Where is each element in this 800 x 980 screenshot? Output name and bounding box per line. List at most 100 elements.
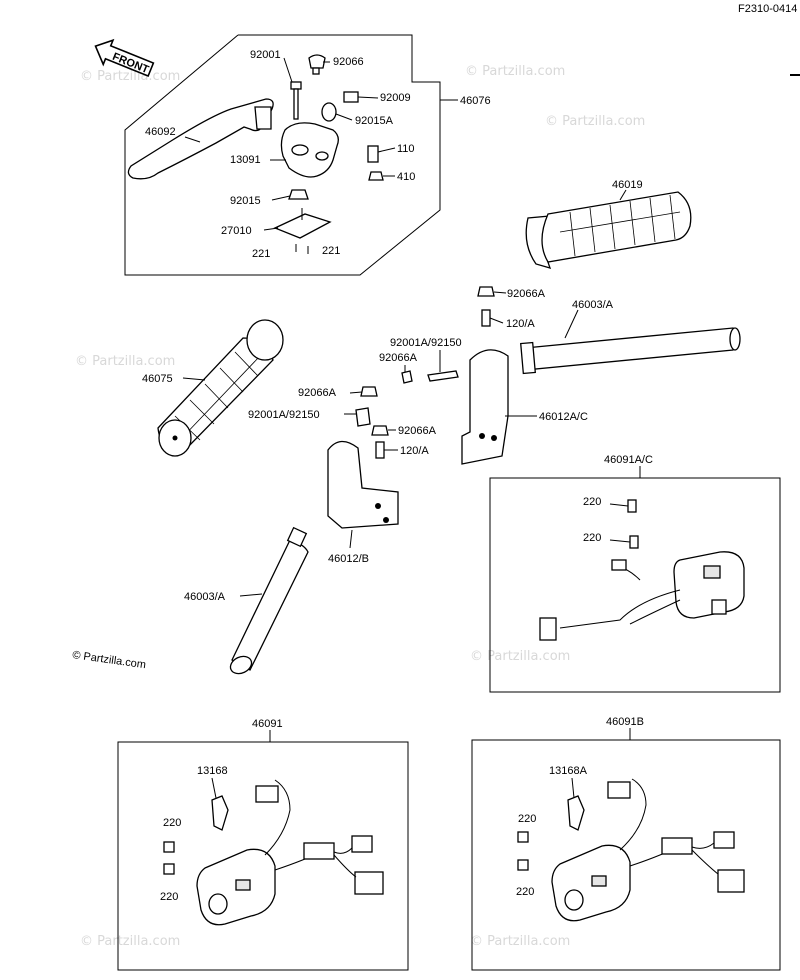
callout-92066a: 92066A: [298, 387, 337, 399]
connector-sleeve: [661, 837, 693, 855]
callout-92001: 92001: [250, 49, 281, 61]
figure-code: F2310-0414: [738, 3, 797, 15]
callout-46075: 46075: [142, 373, 173, 385]
connector: [354, 871, 384, 895]
holder-body: [327, 440, 399, 529]
left-handlebar: 46003/A: [184, 526, 309, 675]
grip-body: [541, 191, 692, 263]
switch-button: [235, 879, 251, 891]
lever-holder: [280, 122, 339, 178]
holder-hole: [315, 151, 329, 161]
left-grip: 46075: [142, 319, 284, 457]
callout-221: 221: [322, 245, 340, 257]
callout-46003a: 46003/A: [572, 299, 614, 311]
switch-wire: [559, 589, 681, 629]
leader-line: [271, 195, 291, 201]
callout-92066a: 92066A: [507, 288, 546, 300]
washer: [321, 102, 337, 122]
throttle-grip: 46019: [525, 179, 692, 269]
callout-92015a: 92015A: [355, 115, 394, 127]
switch-group-box: [117, 741, 409, 971]
screw-220: [627, 499, 637, 513]
leader-line: [211, 777, 217, 799]
holder-hole: [479, 433, 485, 439]
watermarks: © Partzilla.com © Partzilla.com © Partzi…: [75, 64, 645, 949]
callout-13168: 13168: [197, 765, 228, 777]
bolt-head: [290, 81, 302, 90]
callout-92066a: 92066A: [398, 425, 437, 437]
adjuster-bolt: [343, 91, 359, 103]
holder-hole: [375, 503, 381, 509]
connector: [255, 785, 279, 803]
callout-46012ac: 46012A/C: [539, 411, 588, 423]
bolt-shank: [293, 88, 299, 120]
leader-line: [564, 309, 579, 339]
callout-13091: 13091: [230, 154, 261, 166]
tube-end: [229, 655, 253, 675]
connector: [717, 869, 745, 893]
switch-housing: [551, 844, 631, 922]
switch-housing: [673, 551, 745, 619]
screw-220: [629, 535, 639, 549]
stop-switch: [273, 213, 332, 239]
callout-120a: 120/A: [400, 445, 429, 457]
holder-hole: [383, 517, 389, 523]
switch-group-box: [489, 477, 781, 693]
switch-button: [591, 875, 607, 887]
leader-line: [239, 593, 263, 597]
callout-220: 220: [516, 886, 534, 898]
callout-220: 220: [583, 532, 601, 544]
connector: [539, 617, 557, 641]
handlebar-tube: [524, 327, 737, 371]
callout-110: 110: [397, 143, 415, 155]
switch-wire: [691, 849, 719, 875]
leader-line: [489, 317, 504, 324]
leader-line: [349, 529, 353, 549]
switch-46091b-group: 46091B 13168A 220 220: [471, 716, 781, 971]
callout-46019: 46019: [612, 179, 643, 191]
bolt-120a: [481, 309, 491, 327]
callout-220: 220: [518, 813, 536, 825]
watermark: © Partzilla.com: [75, 354, 175, 369]
bolt-92001a: [427, 370, 459, 382]
watermark: © Partzilla.com: [470, 649, 570, 664]
handlebar-tube: [231, 539, 309, 671]
switch-wire: [629, 599, 681, 625]
switch-wire: [264, 779, 291, 856]
screw-220: [517, 859, 529, 871]
grip-end-hole: [172, 435, 178, 441]
switch-button: [703, 565, 721, 579]
callout-92001a-92150: 92001A/92150: [390, 337, 462, 349]
leader-line: [357, 96, 379, 99]
bracket-13168a: [567, 795, 585, 831]
callout-46091ac: 46091A/C: [604, 454, 653, 466]
connector: [611, 559, 627, 571]
watermark: © Partzilla.com: [545, 114, 645, 129]
switch-group-box: [471, 739, 781, 971]
switch-wire: [333, 847, 353, 854]
cap-92066a: [477, 286, 495, 297]
callout-46091: 46091: [252, 718, 283, 730]
leader-line: [182, 377, 206, 381]
connector: [351, 835, 373, 853]
grip-flange: [246, 319, 284, 361]
tube-collar: [520, 341, 536, 375]
lever-group-outline: [124, 34, 441, 276]
switch-wire: [333, 854, 357, 878]
cap-nut: [308, 54, 326, 69]
watermark: © Partzilla.com: [470, 934, 570, 949]
callout-27010: 27010: [221, 225, 252, 237]
cap-92066a: [360, 386, 378, 397]
callout-220: 220: [160, 891, 178, 903]
callout-220: 220: [583, 496, 601, 508]
leader-line: [184, 136, 201, 143]
callout-13168a: 13168A: [549, 765, 588, 777]
callout-92015: 92015: [230, 195, 261, 207]
screw-220: [163, 841, 175, 853]
switch-bore: [564, 889, 584, 911]
watermark-large: © Partzilla.com: [72, 649, 147, 671]
clutch-lever: [127, 98, 274, 180]
leader-line: [377, 147, 396, 153]
connector: [607, 781, 631, 799]
